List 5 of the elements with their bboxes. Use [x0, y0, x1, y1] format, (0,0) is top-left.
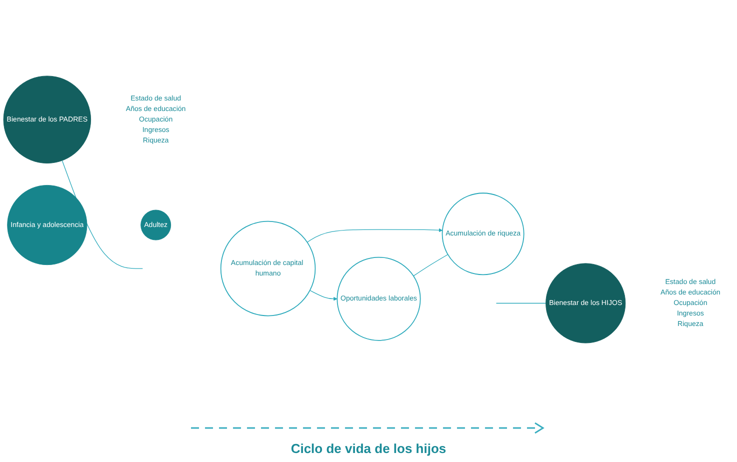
connector — [413, 254, 448, 276]
bracket-caption: Ciclo de vida de los hijos — [290, 441, 446, 456]
arrow — [306, 228, 443, 243]
connector — [496, 302, 546, 304]
arrow — [310, 290, 338, 301]
